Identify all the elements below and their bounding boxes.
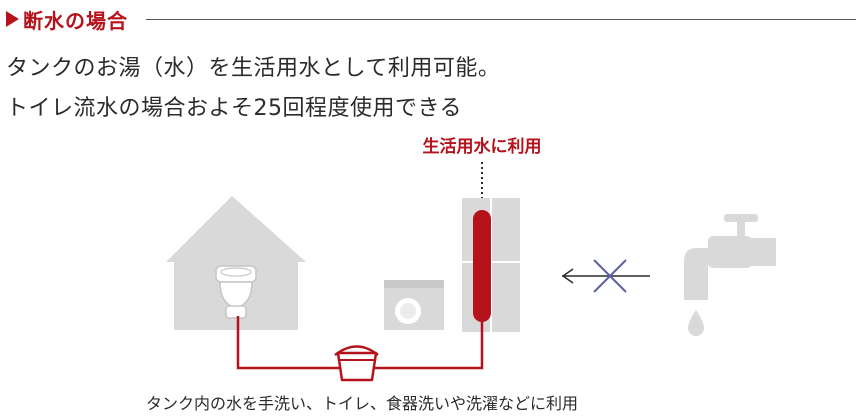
label-domestic-water: 生活用水に利用 <box>423 136 542 157</box>
heading-rule <box>146 18 856 20</box>
toilet-icon <box>215 265 257 319</box>
washing-machine-icon <box>384 280 444 330</box>
triangle-marker-icon <box>6 11 19 27</box>
label-usage-description: タンク内の水を手洗い、トイレ、食器洗いや洗濯などに利用 <box>146 394 578 413</box>
faucet-icon <box>684 214 776 300</box>
bucket-icon <box>334 345 379 382</box>
section-heading: 断水の場合 <box>6 6 856 33</box>
house-icon <box>166 196 306 330</box>
section-title: 断水の場合 <box>23 8 128 33</box>
description-line-1: タンクのお湯（水）を生活用水として利用可能。 <box>6 56 501 81</box>
water-tank-icon <box>462 198 520 332</box>
description-line-2: トイレ流水の場合およそ25回程度使用できる <box>6 96 463 121</box>
blocked-arrow-icon <box>561 259 650 293</box>
water-drop-icon <box>688 310 704 336</box>
